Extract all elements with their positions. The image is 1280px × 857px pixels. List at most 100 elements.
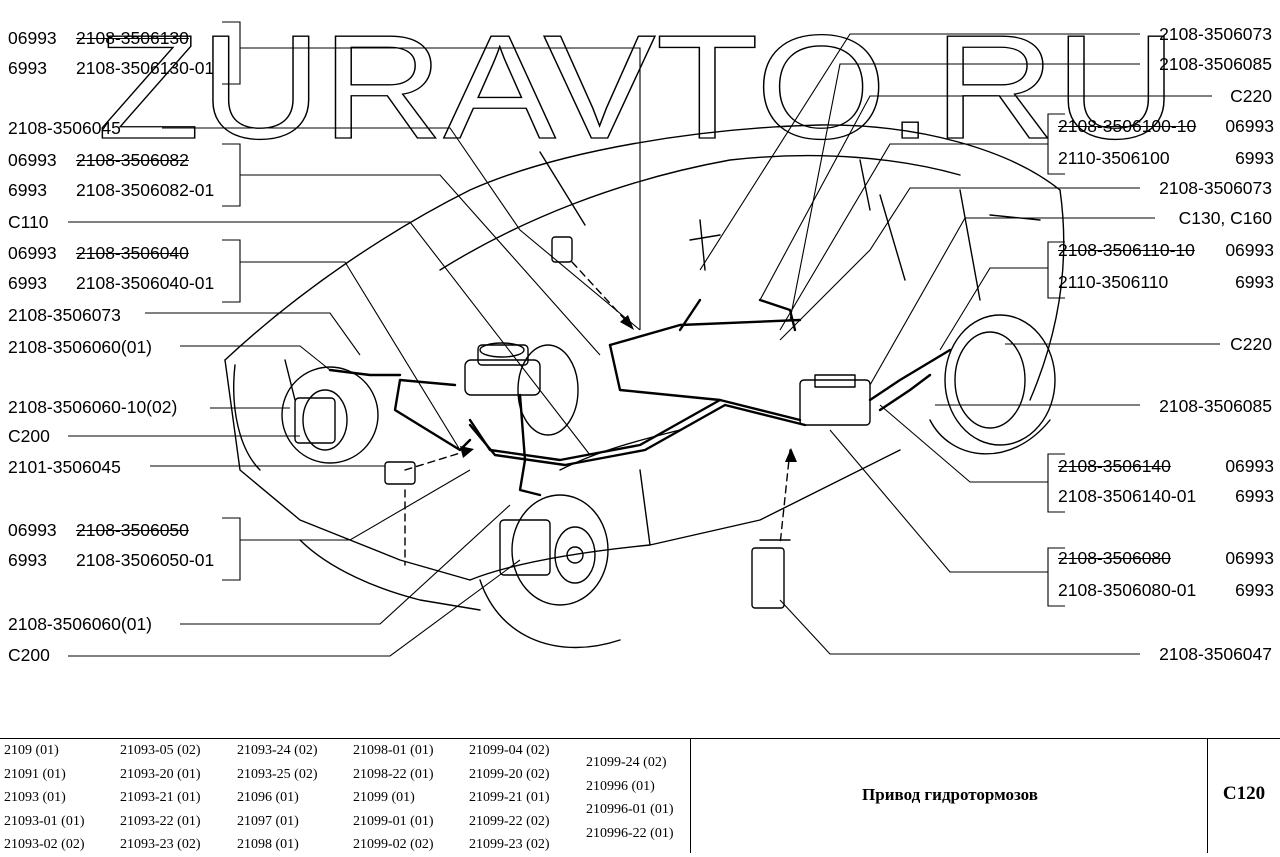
watermark-text: ZURAVTO.RU bbox=[97, 20, 1177, 150]
model-code: 21093-05 (02) bbox=[120, 743, 201, 758]
divider bbox=[1207, 739, 1208, 853]
page-title: Привод гидротормозов bbox=[862, 785, 1038, 804]
model-code: 21093-25 (02) bbox=[237, 766, 318, 782]
part-number: 2108-3506100-10 bbox=[1058, 116, 1197, 136]
brake-lines bbox=[328, 298, 952, 497]
rear-brake-drum bbox=[929, 314, 1056, 455]
part-label-left: 2108-3506060(01) bbox=[8, 614, 152, 634]
part-label-left: C110 bbox=[8, 212, 49, 232]
part-label-left: 2108-3506073 bbox=[8, 305, 121, 325]
part-number: 2108-3506130-01 bbox=[76, 58, 215, 78]
model-column: 21098-01 (01)21098-22 (01)21099 (01)2109… bbox=[353, 739, 434, 857]
part-number: 2108-3506060-10(02) bbox=[8, 397, 178, 417]
part-label-right: 2108-3506110-10 06993 bbox=[1058, 240, 1274, 260]
part-qualifier: 6993 bbox=[8, 58, 47, 78]
part-number: 2108-3506060(01) bbox=[8, 614, 153, 634]
part-label-right: C220 bbox=[1230, 86, 1272, 106]
part-label-left: C200 bbox=[8, 426, 50, 446]
part-number: 2108-3506085 bbox=[1159, 54, 1272, 74]
part-number: 2108-3506050-01 bbox=[76, 550, 215, 570]
part-qualifier: 6993 bbox=[1235, 580, 1274, 600]
part-qualifier: 06993 bbox=[8, 28, 57, 48]
model-code: 21093-22 (01) bbox=[120, 813, 201, 829]
front-left-brake-disc bbox=[233, 364, 379, 471]
part-label-right: 2108-3506080 06993 bbox=[1058, 548, 1274, 568]
model-column: 2109 (01) 21091 (01) 21093 (01) 21093-01 (0… bbox=[4, 739, 85, 857]
arrow-heads bbox=[460, 315, 797, 462]
model-code: 21099-24 (02) bbox=[586, 755, 667, 770]
model-code: 2109 (01) bbox=[4, 743, 59, 758]
page-code: C120 bbox=[1222, 783, 1266, 804]
front-left-caliper bbox=[284, 359, 336, 444]
leader-lines bbox=[68, 21, 1220, 657]
model-code: 21098-22 (01) bbox=[353, 766, 434, 782]
model-code: 21093 (01) bbox=[4, 790, 66, 805]
part-qualifier: 06993 bbox=[1225, 548, 1274, 568]
model-code: 21093-24 (02) bbox=[237, 743, 318, 758]
part-number: C130, C160 bbox=[1178, 208, 1272, 228]
part-label-right: 2108-3506080-01 6993 bbox=[1058, 580, 1274, 600]
part-number: C200 bbox=[8, 426, 50, 446]
part-label-right: 2108-3506085 bbox=[1159, 396, 1272, 416]
dashed-arrows bbox=[404, 261, 791, 566]
model-code: 21099-04 (02) bbox=[469, 743, 550, 758]
part-number: C200 bbox=[8, 645, 50, 665]
model-code: 21091 (01) bbox=[4, 766, 66, 782]
part-label-left: C200 bbox=[8, 645, 50, 665]
model-code: 21097 (01) bbox=[237, 813, 299, 829]
part-number: 2108-3506073 bbox=[8, 305, 121, 325]
front-right-brake-disc bbox=[479, 494, 621, 649]
part-label-left: 2108-3506045 bbox=[8, 118, 121, 138]
part-label-left: 6993 2108-3506130-01 bbox=[8, 58, 214, 78]
part-qualifier: 06993 bbox=[1225, 116, 1274, 136]
part-number: 2110-3506100 bbox=[1058, 148, 1170, 168]
part-number: C220 bbox=[1230, 334, 1272, 354]
title-block: 2109 (01) 21091 (01) 21093 (01) 21093-01 (0… bbox=[0, 738, 1280, 853]
part-label-right: 2108-3506073 bbox=[1159, 178, 1272, 198]
part-qualifier: 06993 bbox=[8, 243, 57, 263]
bracket-part bbox=[384, 236, 791, 609]
divider bbox=[690, 739, 691, 853]
part-number: 2108-3506130 bbox=[76, 28, 189, 48]
front-right-caliper bbox=[499, 519, 551, 576]
model-code: 21093-20 (01) bbox=[120, 766, 201, 782]
part-qualifier: 06993 bbox=[8, 520, 57, 540]
part-label-right: 2108-3506085 bbox=[1159, 54, 1272, 74]
part-qualifier: 6993 bbox=[1235, 272, 1274, 292]
model-code: 21093-02 (02) bbox=[4, 837, 85, 852]
model-code: 210996 (01) bbox=[586, 778, 655, 794]
model-code: 21098-01 (01) bbox=[353, 743, 434, 758]
master-cylinder-booster bbox=[464, 342, 579, 436]
part-number: C220 bbox=[1230, 86, 1272, 106]
model-column: 21099-04 (02)21099-20 (02)21099-21 (01)2… bbox=[469, 739, 550, 857]
part-number: C110 bbox=[8, 212, 49, 232]
part-number: 2108-3506082 bbox=[76, 150, 189, 170]
watermark: ZURAVTO.RU bbox=[96, 20, 1177, 150]
model-code: 210996-22 (01) bbox=[586, 825, 674, 841]
part-number: 2108-3506060(01) bbox=[8, 337, 153, 357]
part-number: 2108-3506140-01 bbox=[1058, 486, 1197, 506]
part-qualifier: 06993 bbox=[8, 150, 57, 170]
model-code: 21099-20 (02) bbox=[469, 766, 550, 782]
part-number: 2108-3506110-10 bbox=[1058, 240, 1195, 260]
part-number: 2108-3506040-01 bbox=[76, 273, 215, 293]
part-number: 2108-3506073 bbox=[1159, 178, 1272, 198]
part-number: 2108-3506080 bbox=[1058, 548, 1171, 568]
part-number: 2108-3506080-01 bbox=[1058, 580, 1197, 600]
part-label-left: 2101-3506045 bbox=[8, 457, 121, 477]
part-number: 2108-3506050 bbox=[76, 520, 189, 540]
model-column: 21099-24 (02)210996 (01)210996-01 (01)21… bbox=[586, 751, 674, 845]
model-code: 21093-01 (01) bbox=[4, 813, 85, 829]
model-code: 21096 (01) bbox=[237, 790, 299, 805]
part-number: 2101-3506045 bbox=[8, 457, 121, 477]
part-qualifier: 06993 bbox=[1225, 240, 1274, 260]
part-label-left: 06993 2108-3506130 bbox=[8, 28, 189, 48]
part-number: 2108-3506085 bbox=[1159, 396, 1272, 416]
